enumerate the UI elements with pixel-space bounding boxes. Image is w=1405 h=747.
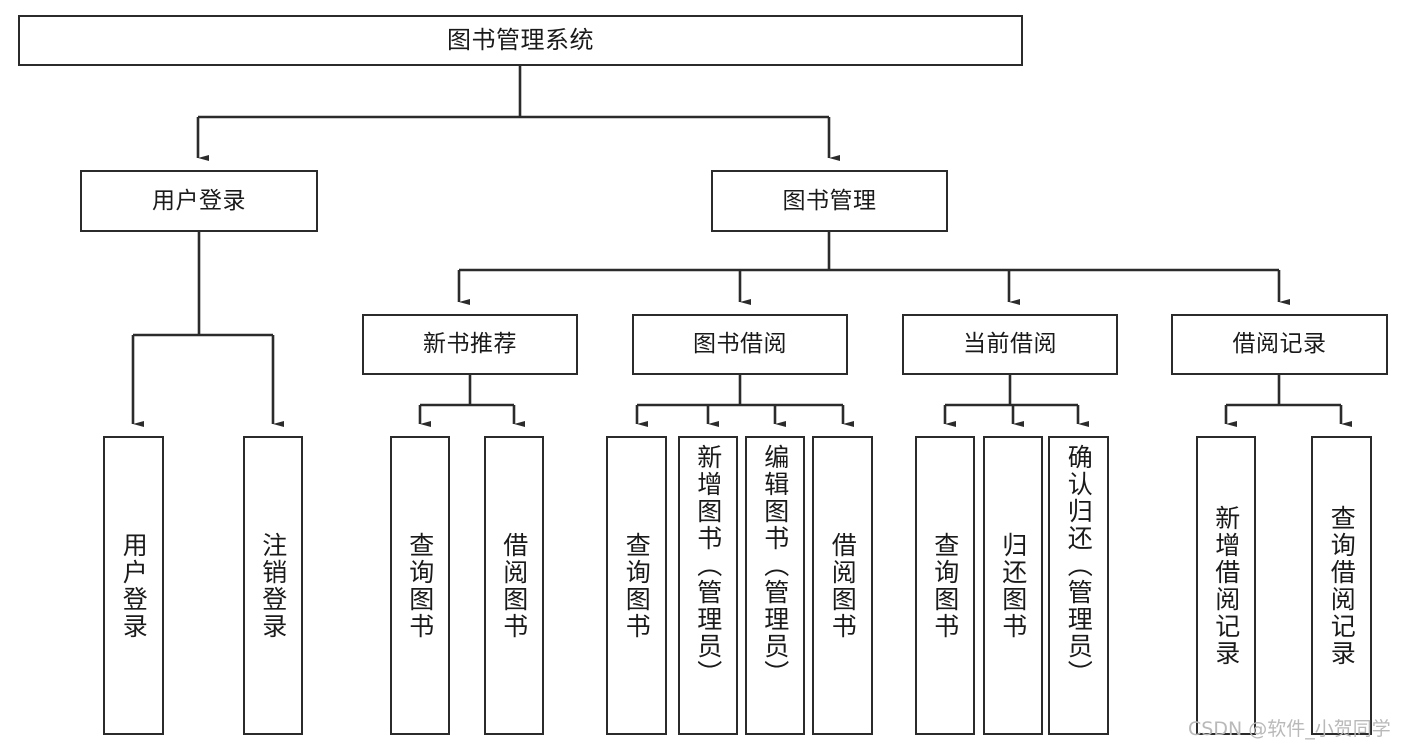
node-leaf-edit-book[interactable]: 编辑图书（管理员）: [745, 436, 805, 735]
node-new-book-recommendation[interactable]: 新书推荐: [362, 314, 578, 375]
watermark: CSDN @软件_小贺同学: [1188, 718, 1391, 740]
node-leaf-borrow-book-1[interactable]: 借阅图书: [484, 436, 544, 735]
node-leaf-add-borrow-record[interactable]: 新增借阅记录: [1196, 436, 1256, 735]
node-label: 新增图书（管理员）: [693, 444, 723, 687]
node-label: 归还图书: [998, 531, 1028, 640]
node-label: 用户登录: [119, 531, 149, 640]
node-label: 图书管理: [782, 187, 877, 214]
node-label: 确认归还（管理员）: [1064, 444, 1094, 687]
node-leaf-query-book-2[interactable]: 查询图书: [606, 436, 667, 735]
node-leaf-query-book-3[interactable]: 查询图书: [915, 436, 975, 735]
node-label: 查询图书: [405, 531, 435, 640]
node-label: 借阅图书: [499, 531, 529, 640]
node-user-login[interactable]: 用户登录: [80, 170, 318, 232]
node-label: 查询图书: [622, 531, 652, 640]
node-current-borrow[interactable]: 当前借阅: [902, 314, 1118, 375]
node-leaf-user-login[interactable]: 用户登录: [103, 436, 164, 735]
node-leaf-confirm-return[interactable]: 确认归还（管理员）: [1048, 436, 1109, 735]
node-label: 编辑图书（管理员）: [760, 444, 790, 687]
node-label: 图书管理系统: [447, 25, 594, 54]
node-leaf-borrow-book-2[interactable]: 借阅图书: [812, 436, 873, 735]
node-book-management[interactable]: 图书管理: [711, 170, 948, 232]
node-leaf-query-book-1[interactable]: 查询图书: [390, 436, 450, 735]
node-label: 图书借阅: [693, 331, 787, 358]
node-label: 借阅记录: [1232, 331, 1327, 358]
node-leaf-add-book[interactable]: 新增图书（管理员）: [678, 436, 738, 735]
node-label: 当前借阅: [963, 331, 1057, 358]
node-borrow-record[interactable]: 借阅记录: [1171, 314, 1388, 375]
node-leaf-return-book[interactable]: 归还图书: [983, 436, 1043, 735]
node-root-system[interactable]: 图书管理系统: [18, 15, 1023, 66]
node-label: 查询借阅记录: [1327, 504, 1357, 667]
node-label: 注销登录: [258, 531, 288, 640]
node-book-borrow[interactable]: 图书借阅: [632, 314, 848, 375]
node-label: 借阅图书: [828, 531, 858, 640]
node-label: 查询图书: [930, 531, 960, 640]
node-label: 用户登录: [152, 187, 246, 214]
node-label: 新增借阅记录: [1211, 504, 1241, 667]
node-leaf-query-borrow-record[interactable]: 查询借阅记录: [1311, 436, 1372, 735]
node-leaf-logout[interactable]: 注销登录: [243, 436, 303, 735]
node-label: 新书推荐: [423, 331, 517, 358]
